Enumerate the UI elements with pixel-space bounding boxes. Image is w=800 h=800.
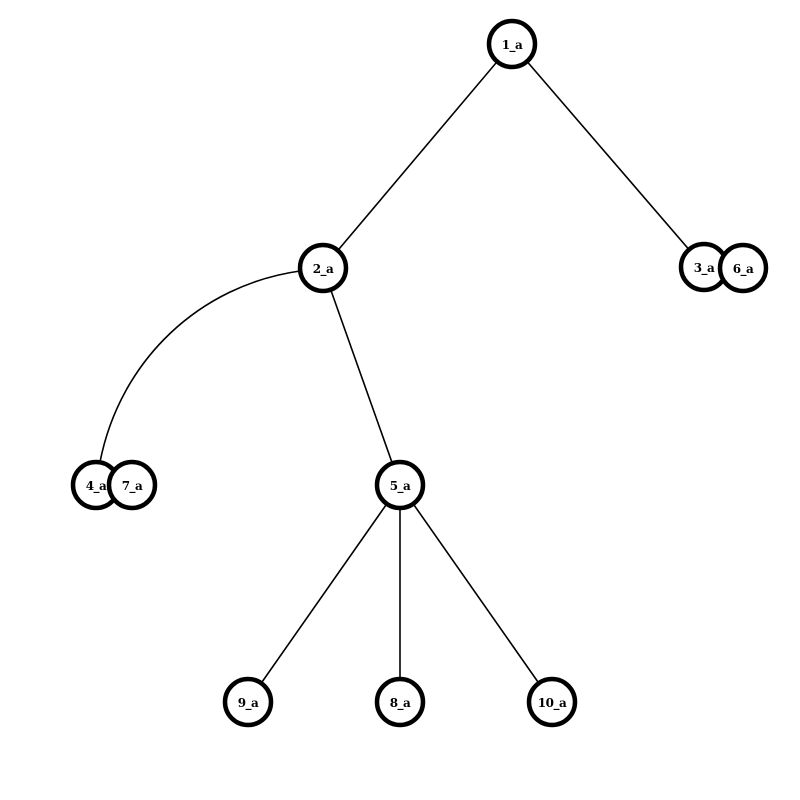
edge-1_a-3_a — [511, 43, 705, 268]
edge-1_a-2_a — [322, 43, 513, 269]
node-label: 3_a — [694, 261, 715, 276]
node-3_a[interactable]: 3_a — [678, 241, 730, 293]
edges-layer — [99, 43, 705, 703]
node-9_a[interactable]: 9_a — [222, 676, 274, 728]
node-label: 6_a — [733, 262, 754, 277]
edge-2_a-5_a — [322, 267, 401, 486]
node-label: 8_a — [390, 696, 411, 711]
node-circle[interactable] — [222, 676, 274, 728]
node-circle[interactable] — [297, 242, 349, 294]
node-label: 5_a — [390, 479, 411, 494]
node-circle[interactable] — [374, 459, 426, 511]
node-10_a[interactable]: 10_a — [526, 676, 578, 728]
nodes-layer: 1_a 2_a 3_a 6_a 4_a 7_a 5_a 9_a 8_a 10_a — [70, 18, 769, 728]
node-1_a[interactable]: 1_a — [486, 18, 538, 70]
node-label: 7_a — [122, 479, 143, 494]
node-circle[interactable] — [717, 242, 769, 294]
node-label: 1_a — [502, 38, 523, 53]
edge-2_a-4_a — [99, 270, 301, 463]
edge-5_a-10_a — [399, 484, 553, 703]
node-label: 4_a — [86, 479, 107, 494]
node-2_a[interactable]: 2_a — [297, 242, 349, 294]
node-label: 9_a — [238, 696, 259, 711]
node-circle[interactable] — [374, 676, 426, 728]
node-7_a[interactable]: 7_a — [106, 459, 158, 511]
node-circle[interactable] — [106, 459, 158, 511]
node-8_a[interactable]: 8_a — [374, 676, 426, 728]
edge-5_a-9_a — [247, 484, 401, 703]
node-6_a[interactable]: 6_a — [717, 242, 769, 294]
node-label: 2_a — [313, 262, 334, 277]
node-label: 10_a — [538, 696, 567, 711]
node-circle[interactable] — [526, 676, 578, 728]
node-5_a[interactable]: 5_a — [374, 459, 426, 511]
node-circle[interactable] — [486, 18, 538, 70]
